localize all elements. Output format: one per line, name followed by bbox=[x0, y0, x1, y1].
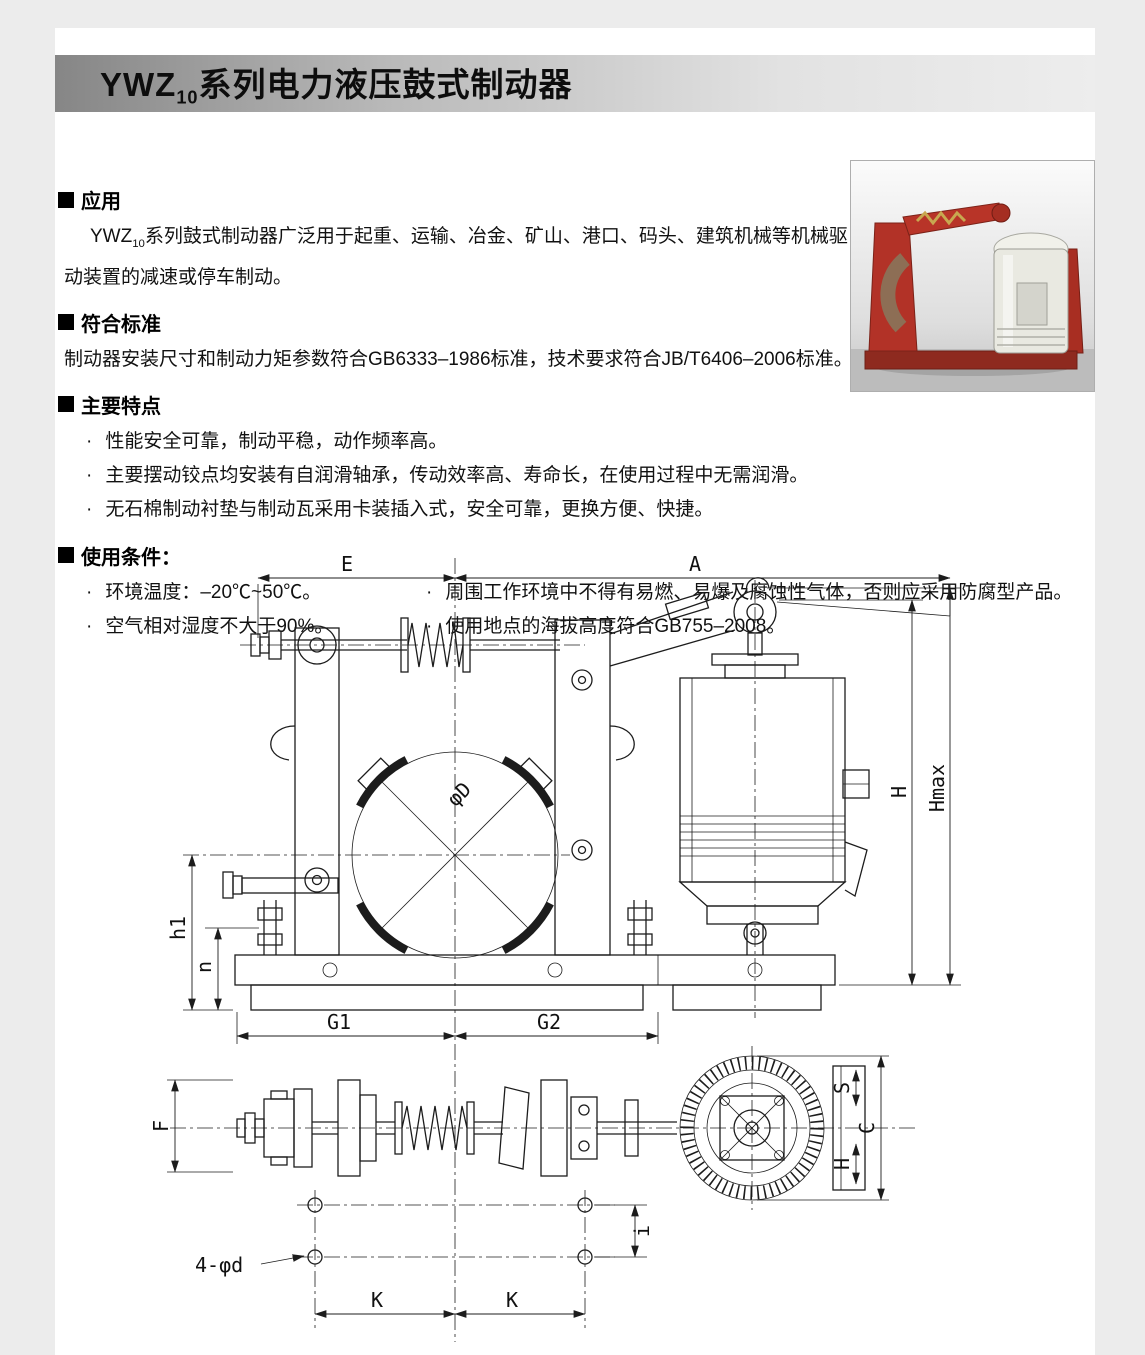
bullet-marker: · bbox=[86, 498, 93, 520]
conditions-heading: 使用条件： bbox=[58, 541, 1073, 570]
application-heading: 应用 bbox=[58, 185, 1073, 214]
standards-heading: 符合标准 bbox=[58, 308, 1073, 337]
technical-drawing: E A bbox=[149, 552, 961, 1342]
condition-item-text: 周围工作环境中不得有易燃、易爆及腐蚀性气体，否则应采用防腐型产品。 bbox=[445, 581, 1073, 603]
bullet-marker: · bbox=[426, 615, 433, 637]
dim-label-S: S bbox=[830, 1082, 854, 1094]
bullet-marker: · bbox=[86, 581, 93, 603]
condition-item: · 使用地点的海拔高度符合GB755–2008。 bbox=[426, 610, 1073, 644]
dim-label-G2: G2 bbox=[537, 1010, 561, 1034]
condition-item-text: 环境温度：–20℃~50℃。 bbox=[105, 581, 322, 603]
dim-label-C: C bbox=[855, 1122, 879, 1134]
heading-square-marker bbox=[58, 314, 74, 331]
main-content: 应用 YWZ10系列鼓式制动器广泛用于起重、运输、冶金、矿山、港口、码头、建筑机… bbox=[58, 171, 1073, 644]
product-photo-illustration bbox=[851, 161, 1094, 391]
standards-heading-text: 符合标准 bbox=[81, 313, 161, 336]
dim-label-E: E bbox=[341, 552, 353, 576]
dim-label-F: F bbox=[149, 1120, 173, 1132]
application-body-subscript: 10 bbox=[132, 237, 145, 250]
dim-label-A: A bbox=[689, 552, 701, 576]
feature-item: · 性能安全可靠，制动平稳，动作频率高。 bbox=[86, 425, 1073, 459]
title-subscript: 10 bbox=[176, 87, 199, 108]
feature-item-text: 性能安全可靠，制动平稳，动作频率高。 bbox=[105, 430, 448, 452]
heading-square-marker bbox=[58, 396, 74, 413]
title-prefix: YWZ bbox=[100, 66, 177, 104]
heading-square-marker bbox=[58, 191, 74, 208]
front-view: E A bbox=[166, 552, 961, 1044]
features-heading-text: 主要特点 bbox=[81, 395, 161, 418]
standards-body: 制动器安装尺寸和制动力矩参数符合GB6333–1986标准，技术要求符合JB/T… bbox=[64, 348, 853, 370]
conditions-heading-text: 使用条件： bbox=[81, 546, 181, 569]
condition-item: · 周围工作环境中不得有易燃、易爆及腐蚀性气体，否则应采用防腐型产品。 bbox=[426, 576, 1073, 610]
title-suffix: 系列电力液压鼓式制动器 bbox=[198, 66, 573, 104]
feature-item: · 主要摆动铰点均安装有自润滑轴承，传动效率高、寿命长，在使用过程中无需润滑。 bbox=[86, 459, 1073, 493]
dim-label-n: n bbox=[192, 961, 216, 973]
dim-label-Hmax: Hmax bbox=[925, 764, 949, 812]
application-body-prefix: YWZ bbox=[90, 226, 133, 247]
application-heading-text: 应用 bbox=[81, 191, 121, 213]
dim-label-K-right: K bbox=[506, 1288, 518, 1312]
bullet-marker: · bbox=[86, 430, 93, 452]
top-view: F bbox=[149, 1055, 889, 1328]
heading-square-marker bbox=[58, 547, 74, 564]
feature-item-text: 无石棉制动衬垫与制动瓦采用卡装插入式，安全可靠，更换方便、快捷。 bbox=[105, 498, 714, 520]
dim-label-h1: h1 bbox=[166, 916, 190, 940]
dim-label-H-top: H bbox=[830, 1158, 854, 1170]
condition-item: · 环境温度：–20℃~50℃。 bbox=[86, 576, 398, 610]
label-hole-count: 4-φd bbox=[195, 1253, 243, 1277]
bullet-marker: · bbox=[86, 464, 93, 486]
dim-label-G1: G1 bbox=[327, 1010, 351, 1034]
application-body: YWZ10系列鼓式制动器广泛用于起重、运输、冶金、矿山、港口、码头、建筑机械等机… bbox=[64, 220, 848, 294]
dim-label-K-left: K bbox=[371, 1288, 383, 1312]
feature-item-text: 主要摆动铰点均安装有自润滑轴承，传动效率高、寿命长，在使用过程中无需润滑。 bbox=[105, 464, 809, 486]
page-title: YWZ10系列电力液压鼓式制动器 bbox=[100, 58, 573, 109]
features-heading: 主要特点 bbox=[58, 390, 1073, 419]
page: YWZ10系列电力液压鼓式制动器 应用 YWZ10系列鼓式制动器广泛用于起重、运… bbox=[55, 28, 1095, 1355]
dim-label-H: H bbox=[887, 786, 911, 798]
dim-label-i: i bbox=[630, 1225, 654, 1237]
label-phi-D: φD bbox=[442, 777, 476, 811]
bullet-marker: · bbox=[86, 615, 93, 637]
page-header: YWZ10系列电力液压鼓式制动器 bbox=[55, 55, 1095, 112]
bullet-marker: · bbox=[426, 581, 433, 603]
feature-item: · 无石棉制动衬垫与制动瓦采用卡装插入式，安全可靠，更换方便、快捷。 bbox=[86, 493, 1073, 527]
condition-item-text: 使用地点的海拔高度符合GB755–2008。 bbox=[445, 615, 786, 637]
application-body-text: 系列鼓式制动器广泛用于起重、运输、冶金、矿山、港口、码头、建筑机械等机械驱动装置… bbox=[64, 226, 848, 288]
product-photo bbox=[850, 160, 1095, 392]
